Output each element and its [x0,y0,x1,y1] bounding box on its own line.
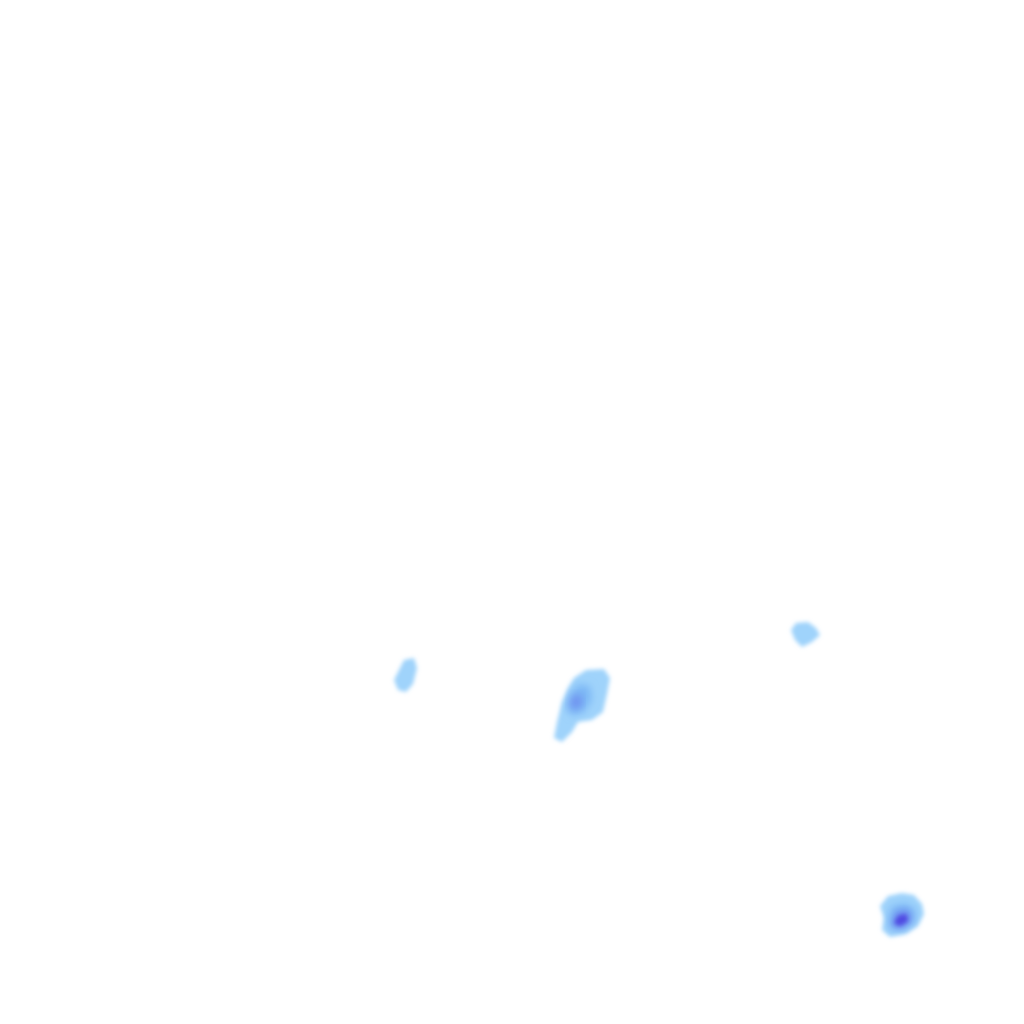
precip-cell-southeast [880,893,924,937]
precip-cell-northeast [791,622,820,647]
precip-cell-west [394,658,417,692]
precip-cell-center [554,669,610,742]
